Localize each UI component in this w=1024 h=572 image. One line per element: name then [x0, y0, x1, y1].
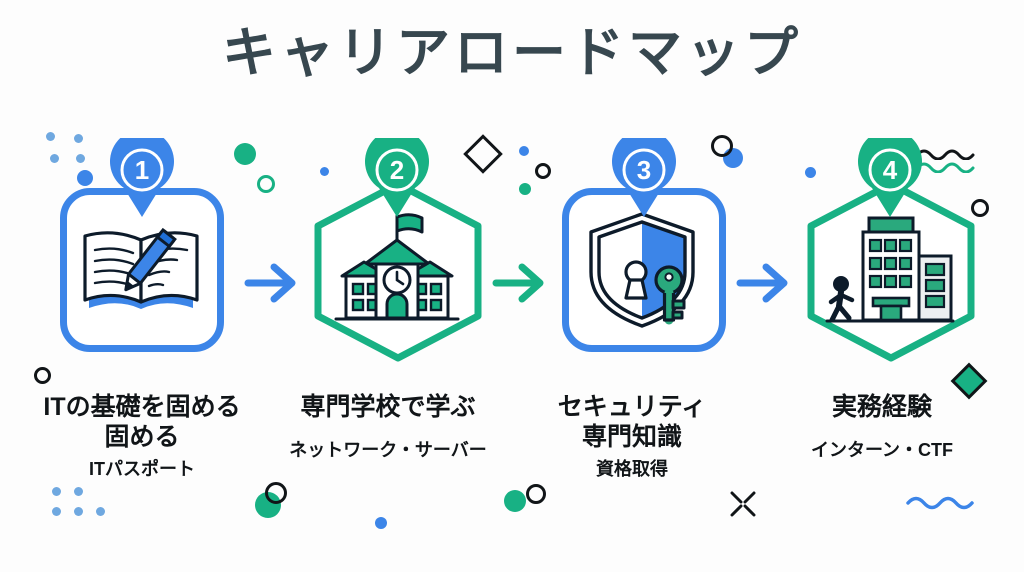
step-2[interactable]: 2 — [297, 130, 497, 390]
step-2-pin-badge: 2 — [365, 138, 429, 218]
step-3-sublabel: 資格取得 — [596, 459, 668, 479]
wave-black-top-right — [915, 149, 975, 160]
solid-dot-blue-top-left — [77, 170, 93, 186]
school-building-icon — [332, 210, 462, 330]
dot-green-top-center — [519, 183, 531, 195]
steps-row: 1 — [0, 130, 1024, 390]
step-4-number: 4 — [882, 155, 898, 185]
step-4-sublabel: インターン・CTF — [810, 440, 954, 460]
step-2-label-line1: 専門学校で学ぶ — [300, 393, 476, 421]
step-3-label-line2: 専門知識 — [581, 423, 682, 451]
solid-dot-green-top-left — [234, 143, 256, 165]
step-4-label-line1: 実務経験 — [831, 393, 932, 421]
step-3-number: 3 — [636, 155, 652, 185]
arrow-step1-to-step2 — [244, 263, 296, 303]
step-3-pin-badge: 3 — [612, 138, 676, 218]
dot-green-bottom-center — [504, 490, 526, 512]
dot-blue-left-of-step2 — [320, 167, 329, 176]
office-building-person-icon — [825, 210, 955, 330]
wave-blue-bottom-right — [906, 496, 974, 510]
dot-blue-bottom-center — [375, 517, 387, 529]
dot-blue-near-step4 — [805, 167, 816, 178]
step-1-pin-badge: 1 — [110, 138, 174, 218]
ring-green-top-left — [257, 175, 275, 193]
step-3-label-line1: セキュリティ — [557, 393, 707, 421]
sparkle-x-bottom-center — [730, 491, 756, 517]
step-2-number: 2 — [389, 155, 405, 185]
ring-black-bottom-left — [265, 482, 287, 504]
step-1[interactable]: 1 — [42, 130, 242, 390]
step-2-sublabel: ネットワーク・サーバー — [289, 440, 487, 460]
page-title: キャリアロードマップ — [222, 23, 802, 83]
wave-green-top-right — [915, 162, 975, 173]
labels-row: ITの基礎を固める 固める ITパスポート 専門学校で学ぶ ネットワーク・サーバ… — [0, 392, 1024, 502]
step-4[interactable]: 4 — [790, 130, 990, 390]
ring-black-bottom-center — [526, 484, 546, 504]
step-1-number: 1 — [134, 155, 150, 185]
dot-grid-bottom-left — [52, 487, 112, 527]
dot-blue-right-of-step2 — [519, 146, 529, 156]
ring-black-right — [971, 199, 989, 217]
step-1-sublabel: ITパスポート — [89, 459, 195, 479]
open-book-pencil-icon — [77, 210, 207, 330]
ring-black-top-right — [711, 135, 733, 157]
step-1-label-line1: ITの基礎を固める — [43, 393, 241, 421]
arrow-step3-to-step4 — [736, 263, 788, 303]
step-4-label-block: 実務経験 インターン・CTF — [747, 392, 1017, 462]
step-4-pin-badge: 4 — [858, 138, 922, 218]
step-3-label-block: セキュリティ 専門知識 資格取得 — [497, 392, 767, 481]
dot-grid-top-left — [46, 132, 106, 182]
step-1-label-block: ITの基礎を固める 固める ITパスポート — [7, 392, 277, 481]
ring-black-top-center — [535, 163, 551, 179]
arrow-step2-to-step3 — [492, 263, 544, 303]
shield-keyhole-key-icon — [579, 210, 709, 330]
step-3[interactable]: 3 — [544, 130, 744, 390]
step-2-label-block: 専門学校で学ぶ ネットワーク・サーバー — [253, 392, 523, 462]
step-1-label-line2: 固める — [104, 423, 180, 451]
ring-black-left — [34, 367, 51, 384]
